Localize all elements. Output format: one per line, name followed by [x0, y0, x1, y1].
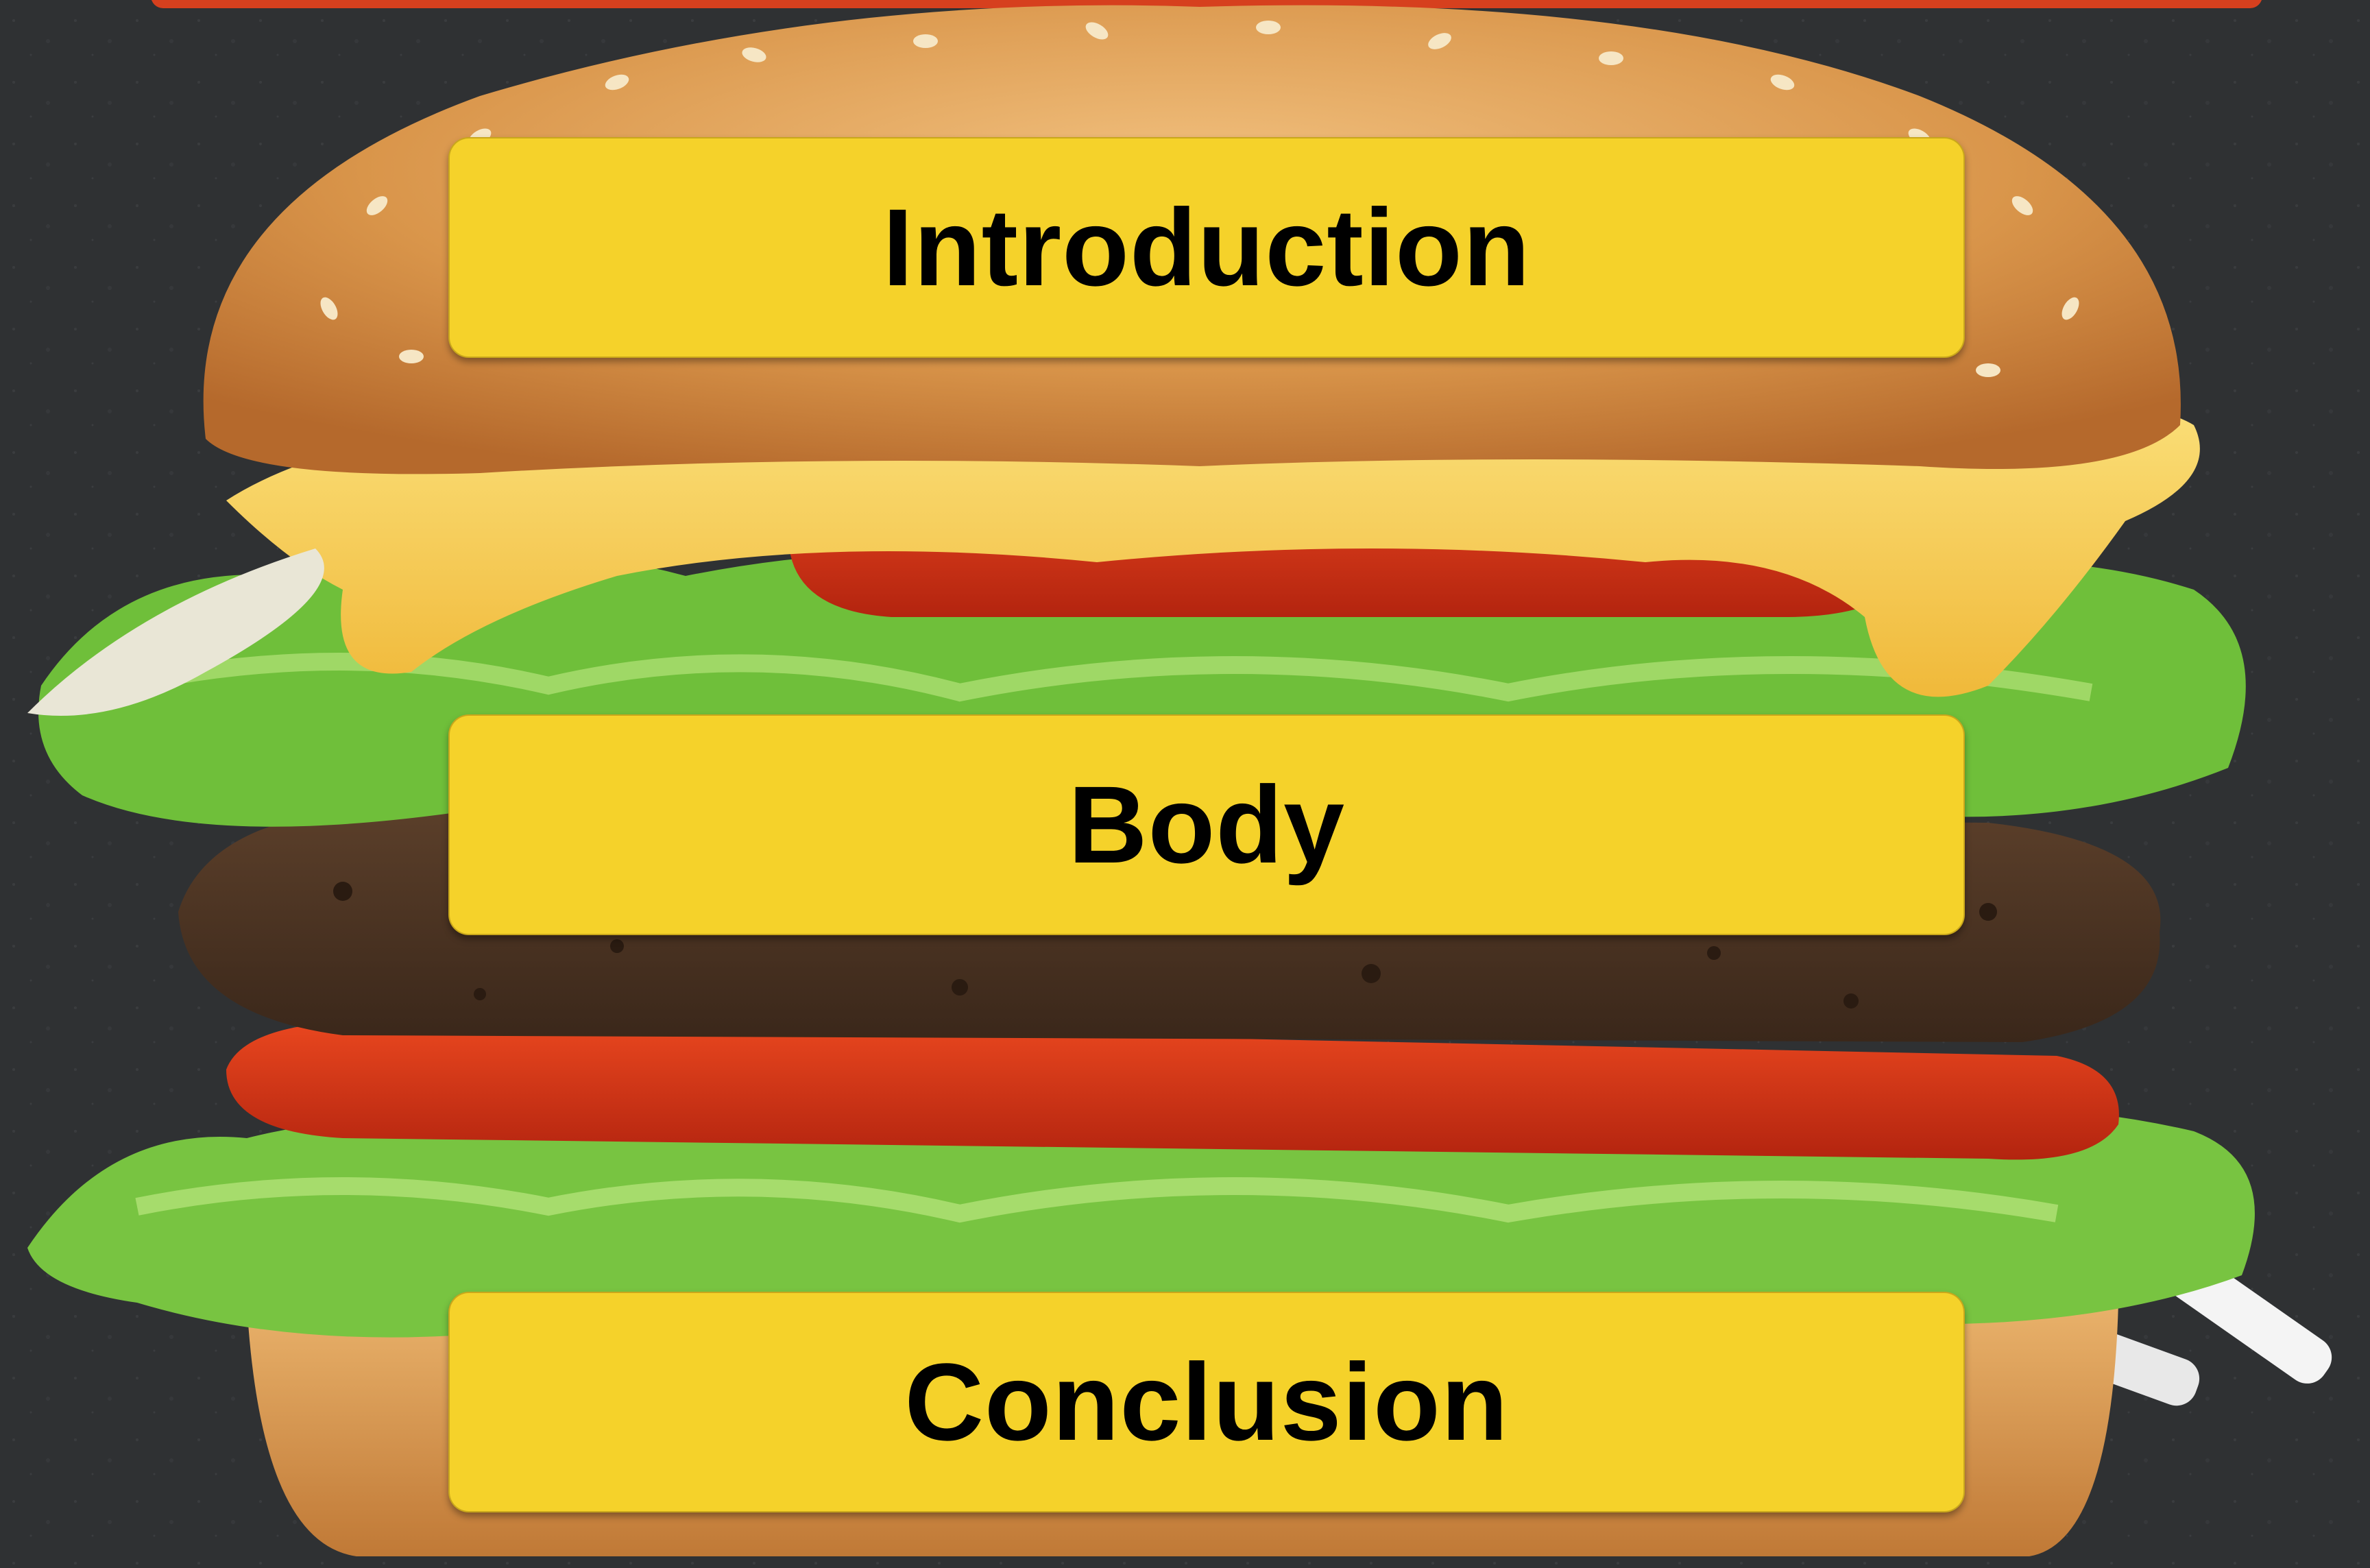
body-label: Body [1068, 762, 1345, 888]
conclusion-label: Conclusion [904, 1339, 1508, 1465]
introduction-label-box: Introduction [448, 137, 1965, 358]
body-label-box: Body [448, 714, 1965, 935]
conclusion-label-box: Conclusion [448, 1292, 1965, 1512]
introduction-label: Introduction [882, 184, 1530, 311]
